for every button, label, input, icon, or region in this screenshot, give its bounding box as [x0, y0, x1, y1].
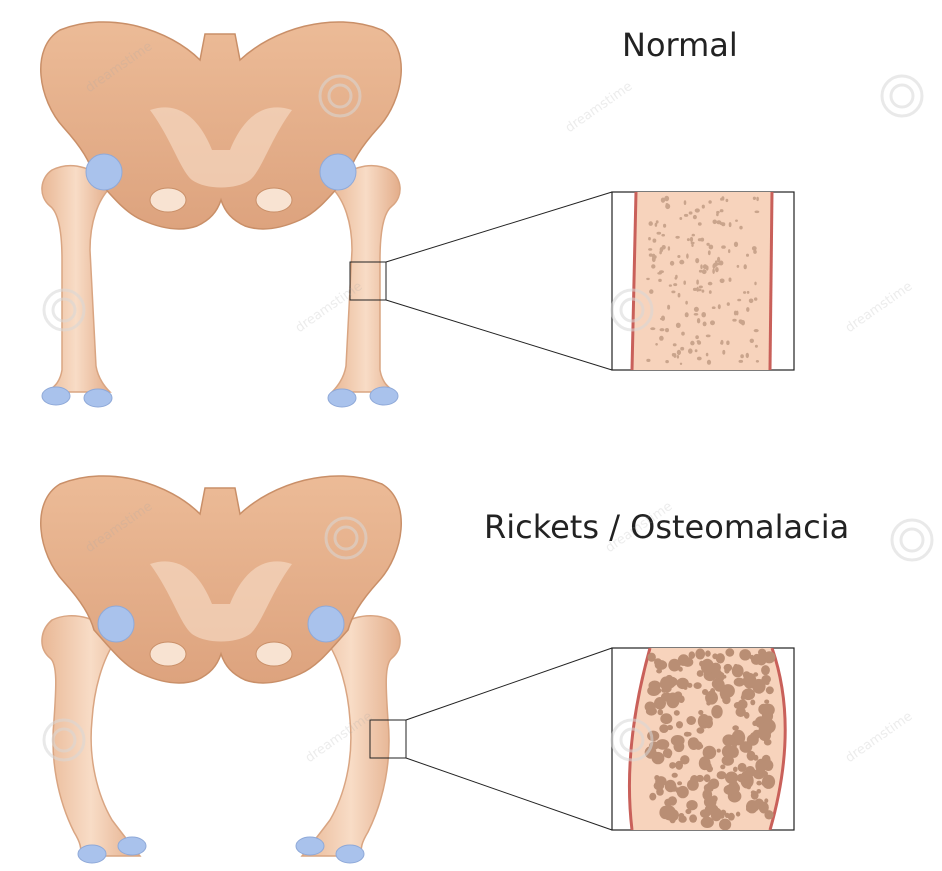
normal-right-femur [332, 166, 400, 392]
rickets-right-knee-cartilage [296, 837, 324, 855]
normal-right-hip-cartilage [320, 154, 356, 190]
normal-left-hip-cartilage [86, 154, 122, 190]
label-normal: Normal [622, 26, 738, 64]
rickets-right-hip-cartilage [308, 606, 344, 642]
rickets-left-hip-cartilage [98, 606, 134, 642]
normal-bone-section [612, 192, 794, 370]
rickets-left-knee-cartilage [78, 845, 106, 863]
normal-right-knee-cartilage [328, 389, 356, 407]
normal-left-femur [42, 166, 110, 392]
rickets-bone-section [612, 648, 794, 830]
normal-left-knee-cartilage [42, 387, 70, 405]
